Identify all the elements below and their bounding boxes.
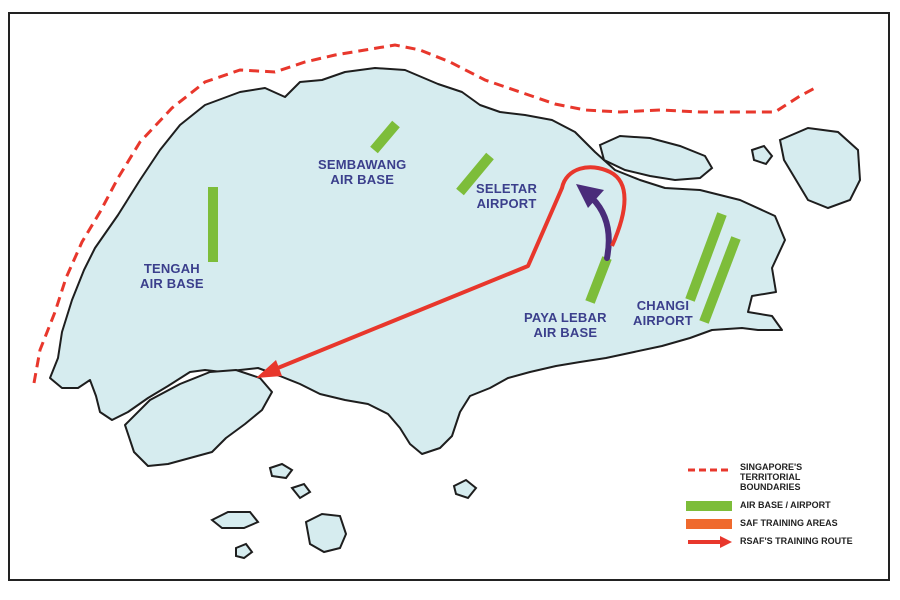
- southern-island-6: [290, 482, 312, 500]
- legend-item-boundaries: SINGAPORE'S TERRITORIAL BOUNDARIES: [686, 462, 802, 492]
- pulau-tekong: [778, 126, 862, 210]
- legend-label-training-areas: SAF TRAINING AREAS: [740, 518, 838, 528]
- label-paya-lebar-air-base: PAYA LEBAR AIR BASE: [524, 310, 607, 340]
- southern-island-4: [235, 542, 254, 560]
- legend-dashed-line-icon: [688, 468, 732, 472]
- territorial-boundary-line: [32, 43, 816, 384]
- legend-green-bar-icon: [686, 501, 732, 511]
- air-base-changi-2: [699, 236, 741, 324]
- training-route: [267, 165, 627, 374]
- label-sembawang-air-base: SEMBAWANG AIR BASE: [318, 157, 407, 187]
- legend-label-training-route: RSAF'S TRAINING ROUTE: [740, 536, 853, 546]
- legend-label-boundaries: SINGAPORE'S TERRITORIAL BOUNDARIES: [740, 462, 803, 492]
- legend-item-training-areas: SAF TRAINING AREAS: [686, 518, 838, 530]
- label-tengah-air-base: TENGAH AIR BASE: [140, 261, 204, 291]
- legend-red-arrow-icon: [688, 536, 732, 548]
- takeoff-path: [589, 195, 612, 261]
- legend-item-air-base: AIR BASE / AIRPORT: [686, 500, 831, 512]
- western-island: [124, 369, 273, 467]
- southern-island-2: [304, 512, 348, 554]
- air-base-paya-lebar: [585, 256, 612, 304]
- label-changi-airport: CHANGI AIRPORT: [633, 298, 693, 328]
- label-seletar-airport: SELETAR AIRPORT: [476, 181, 538, 211]
- southern-island-3: [268, 462, 294, 480]
- air-base-sembawang: [370, 120, 400, 154]
- main-island: [49, 67, 786, 455]
- air-base-seletar: [456, 152, 494, 196]
- pulau-ubin: [598, 134, 714, 182]
- southern-island-1: [210, 511, 260, 529]
- legend-item-training-route: RSAF'S TRAINING ROUTE: [686, 536, 853, 548]
- takeoff-arrowhead: [576, 184, 604, 208]
- air-base-changi-1: [685, 212, 727, 302]
- legend-orange-bar-icon: [686, 519, 732, 529]
- southern-island-5: [452, 478, 478, 500]
- training-route-arrowhead: [256, 360, 282, 378]
- legend-label-air-base: AIR BASE / AIRPORT: [740, 500, 831, 510]
- small-island-tekong: [750, 144, 774, 166]
